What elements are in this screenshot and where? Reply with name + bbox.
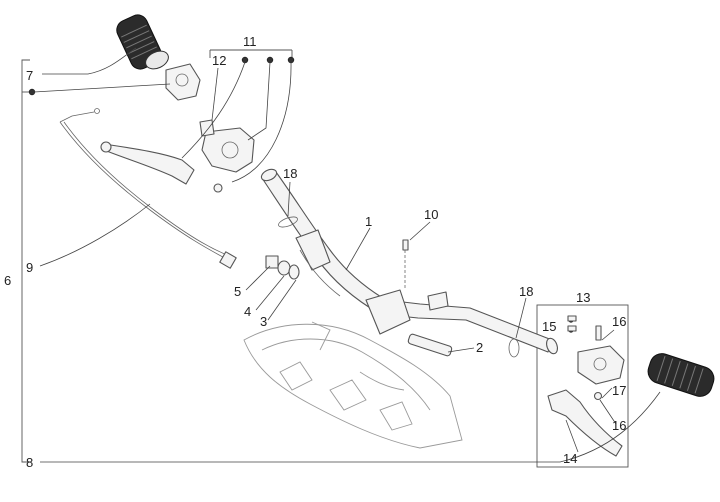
- callout-5: 5: [234, 284, 241, 299]
- callout-6: 6: [4, 273, 11, 288]
- clip-right: [508, 338, 520, 358]
- handlebar-tube: [260, 168, 558, 355]
- callout-14: 14: [563, 451, 577, 466]
- left-lever: [100, 141, 195, 185]
- callout-15: 15: [542, 319, 556, 334]
- bolt-2: [407, 333, 453, 357]
- scooter-frame-ghost: [243, 321, 463, 449]
- callout-13: 13: [576, 290, 590, 305]
- callout-4: 4: [244, 304, 251, 319]
- screw-10: [402, 239, 409, 290]
- callout-3: 3: [260, 314, 267, 329]
- callout-16-bottom: 16: [612, 418, 626, 433]
- callout-8: 8: [26, 455, 33, 470]
- callout-16-top: 16: [612, 314, 626, 329]
- left-switch-housing: [165, 63, 201, 101]
- callout-18-left: 18: [283, 166, 297, 181]
- right-grip: [647, 353, 715, 397]
- leader-lines: [33, 47, 661, 463]
- clutch-cable: [59, 108, 237, 269]
- callout-18-right: 18: [519, 284, 533, 299]
- callout-1: 1: [365, 214, 372, 229]
- left-grip: [116, 14, 169, 70]
- right-lever: [547, 389, 623, 457]
- callout-10: 10: [424, 207, 438, 222]
- right-switch-housing: [567, 315, 625, 401]
- clip-left: [278, 216, 298, 228]
- callout-17: 17: [612, 383, 626, 398]
- callout-labels: 7 6 9 8 11 12 18 1 10 18 2 5 4 3 13 15 1…: [4, 34, 626, 470]
- callout-9: 9: [26, 260, 33, 275]
- callout-2: 2: [476, 340, 483, 355]
- callout-11: 11: [243, 34, 257, 49]
- callout-12: 12: [212, 53, 226, 68]
- washers: [265, 255, 300, 280]
- callout-7: 7: [26, 68, 33, 83]
- clamp-assembly: [199, 119, 255, 193]
